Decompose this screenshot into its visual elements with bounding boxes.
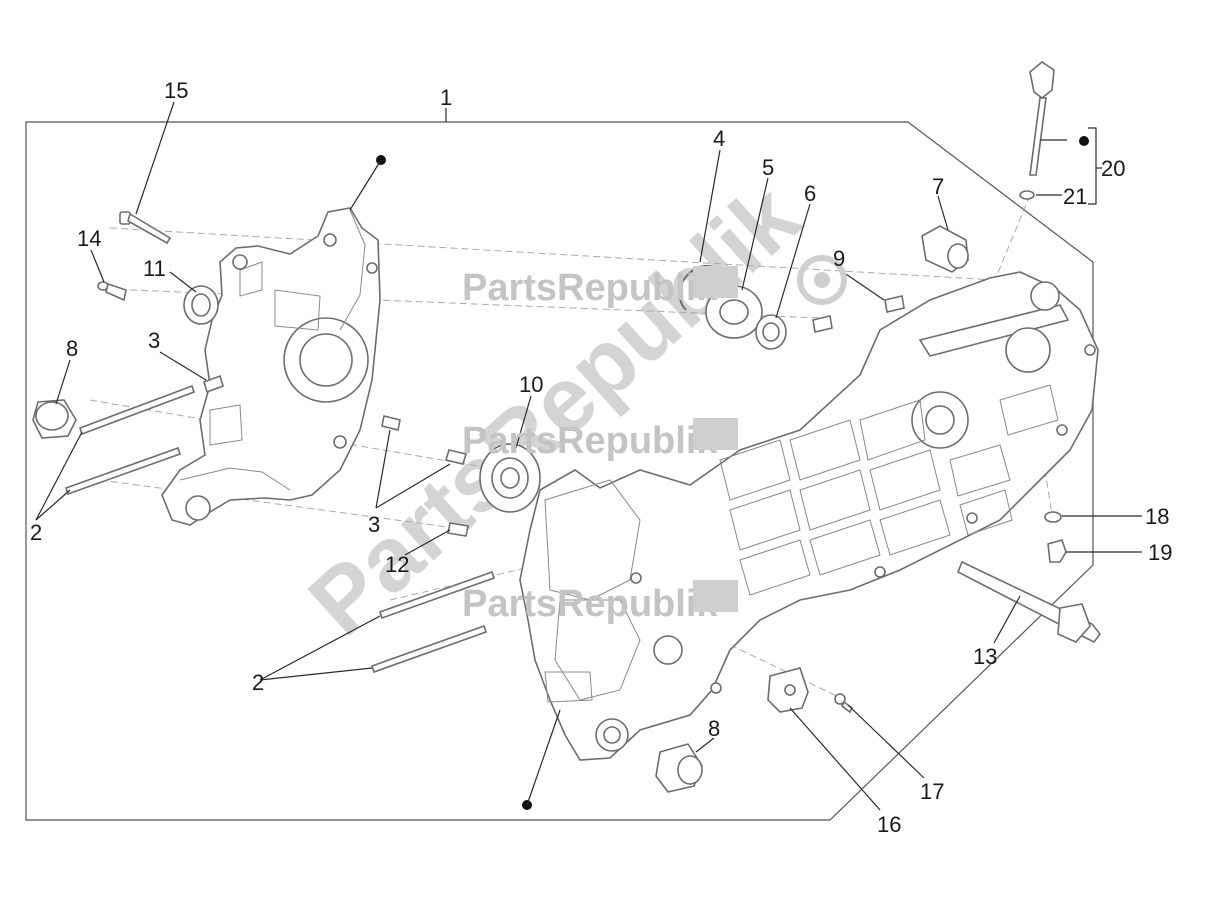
watermark-gear-icon-3 <box>693 580 738 612</box>
watermark-row-1: PartsRepublik <box>462 266 738 309</box>
callout-7: 7 <box>932 174 944 199</box>
dipstick-20 <box>1029 61 1055 176</box>
oil-seal-6 <box>755 314 787 350</box>
dowel-3-c <box>444 449 468 465</box>
bearing-10 <box>479 443 541 513</box>
callout-6: 6 <box>804 181 816 206</box>
callout-2-left: 2 <box>30 520 42 545</box>
callout-16: 16 <box>877 812 901 837</box>
callout-21: 21 <box>1063 184 1087 209</box>
oil-seal-11 <box>183 285 219 325</box>
dowel-12 <box>447 522 469 537</box>
watermark-gear-icon-large <box>797 255 847 305</box>
dowel-3-b <box>381 415 401 431</box>
callout-20: 20 <box>1101 156 1125 181</box>
callout-1: 1 <box>440 85 452 110</box>
callout-12: 12 <box>385 552 409 577</box>
callout-19: 19 <box>1148 540 1172 565</box>
callout-15: 15 <box>164 78 188 103</box>
callout-18: 18 <box>1145 504 1169 529</box>
assembly-frame <box>25 121 1094 821</box>
silent-block-7 <box>921 225 969 273</box>
callout-3-center: 3 <box>368 512 380 537</box>
watermark-text-2: PartsRepublik <box>462 420 718 462</box>
pin-14 <box>97 281 127 302</box>
bearing-5 <box>705 285 763 339</box>
o-ring-21 <box>1019 190 1035 200</box>
washer-18 <box>1044 511 1062 523</box>
callout-13: 13 <box>973 644 997 669</box>
callout-5: 5 <box>762 155 774 180</box>
callout-10: 10 <box>519 372 543 397</box>
dowel-9-a <box>812 315 833 333</box>
callout-11: 11 <box>143 256 166 281</box>
callout-8-bottom: 8 <box>708 716 720 741</box>
stud-bolt-2-upper-left <box>78 384 196 436</box>
callout-8-left: 8 <box>66 336 78 361</box>
stud-bolt-2-upper-right <box>378 570 496 620</box>
silent-block-8-left <box>32 399 77 439</box>
dowel-9-b <box>884 295 905 313</box>
screw-17 <box>834 693 854 714</box>
watermark-text-3: PartsRepublik <box>462 583 718 625</box>
bracket-16 <box>767 667 809 713</box>
shaft-13 <box>956 560 1102 644</box>
watermark-gear-icon-2 <box>693 418 738 450</box>
dowel-3-a <box>203 374 224 394</box>
callout-9: 9 <box>833 246 845 271</box>
leader-lines <box>35 101 1142 811</box>
silent-block-8-bottom <box>655 743 703 793</box>
watermark-text-1: PartsRepublik <box>462 267 718 309</box>
stud-bolt-2-lower-right <box>370 624 488 674</box>
callout-2-right: 2 <box>252 670 264 695</box>
watermark-row-3: PartsRepublik <box>462 580 738 625</box>
right-crankcase-half <box>519 271 1099 761</box>
plug-19 <box>1047 539 1067 563</box>
left-crankcase-half <box>161 207 381 526</box>
bolt-15 <box>119 211 172 245</box>
callout-17: 17 <box>920 779 944 804</box>
callout-4: 4 <box>713 126 725 151</box>
callout-3-left: 3 <box>148 328 160 353</box>
watermark-gear-icon-1 <box>693 266 738 298</box>
stud-bolt-2-lower-left <box>64 446 182 496</box>
callouts: 1 15 14 11 8 3 2 3 4 5 6 7 9 10 12 2 20 … <box>30 78 1172 837</box>
callout-14: 14 <box>77 226 101 251</box>
watermark-row-2: PartsRepublik <box>462 418 738 462</box>
